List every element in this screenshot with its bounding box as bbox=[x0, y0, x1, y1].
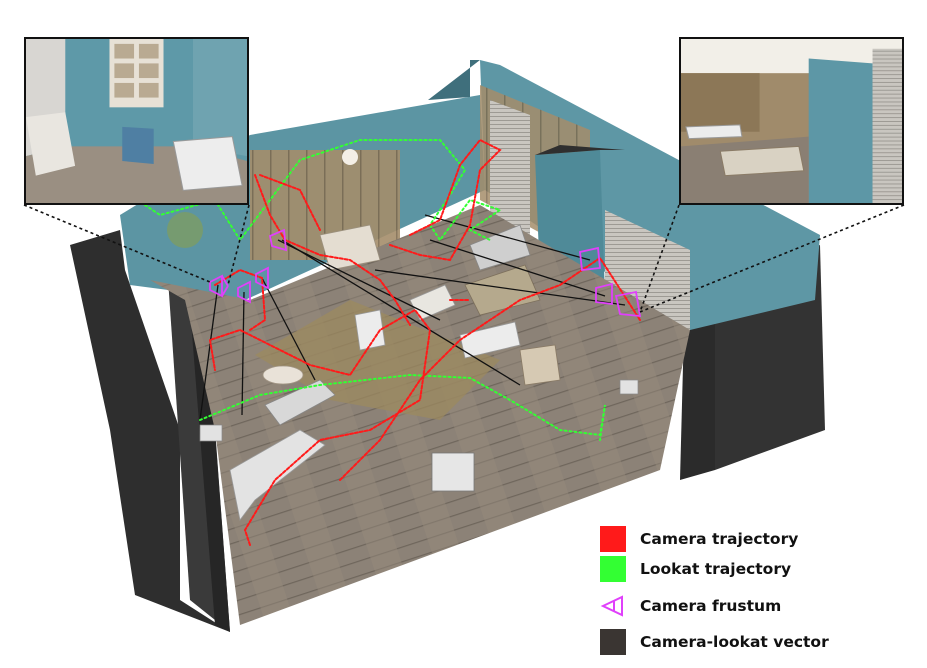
frustum-icon bbox=[595, 282, 613, 306]
legend-item-camera-trajectory: Camera trajectory bbox=[600, 524, 798, 554]
frustum-icon bbox=[255, 266, 269, 290]
inset-connectors bbox=[23, 204, 905, 313]
camera-trajectory bbox=[208, 138, 641, 546]
camera-trajectory-swatch bbox=[600, 526, 626, 552]
legend-item-camera-frustum: Camera frustum bbox=[600, 591, 781, 621]
legend-label: Camera trajectory bbox=[640, 530, 799, 548]
camera-lookat-vectors bbox=[199, 214, 626, 421]
legend-label: Lookat trajectory bbox=[640, 560, 792, 578]
legend-item-lookat-trajectory: Lookat trajectory bbox=[600, 554, 791, 584]
lookat-trajectory-swatch bbox=[600, 556, 626, 582]
legend-label: Camera-lookat vector bbox=[640, 633, 829, 651]
frustum-icon bbox=[614, 290, 642, 318]
frustum-icon bbox=[209, 274, 229, 298]
frustum-icon bbox=[268, 228, 288, 252]
back-walls bbox=[120, 60, 820, 330]
camera-frustums bbox=[209, 228, 642, 318]
legend-item-camera-lookat-vector: Camera-lookat vector bbox=[600, 627, 829, 657]
legend-label: Camera frustum bbox=[640, 597, 782, 615]
frustum-icon bbox=[600, 593, 626, 619]
frustum-icon bbox=[237, 280, 251, 304]
frustum-icon bbox=[579, 246, 601, 271]
camera-view-inset-right bbox=[679, 37, 904, 205]
lookat-trajectory bbox=[144, 139, 606, 441]
camera-lookat-vector-swatch bbox=[600, 629, 626, 655]
camera-view-inset-left bbox=[24, 37, 249, 205]
furniture bbox=[167, 212, 639, 521]
